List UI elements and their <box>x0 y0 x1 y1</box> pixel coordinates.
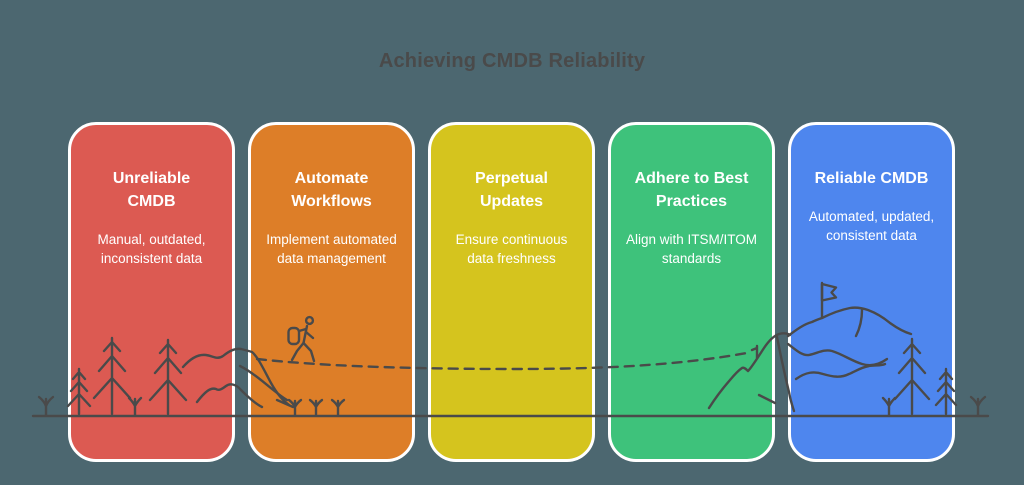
card-subtitle: Ensure continuous data freshness <box>455 232 568 266</box>
card-subtitle: Automated, updated, consistent data <box>808 209 935 243</box>
card-title: Adhere to Best Practices <box>634 170 749 210</box>
card-automate-workflows: Automate Workflows Implement automated d… <box>248 122 415 462</box>
card-adhere-best-practices: Adhere to Best Practices Align with ITSM… <box>608 122 775 462</box>
card-title: Perpetual Updates <box>475 170 548 210</box>
card-title: Reliable CMDB <box>814 170 929 187</box>
card-subtitle: Manual, outdated, inconsistent data <box>97 232 206 266</box>
card-title: Unreliable CMDB <box>112 170 191 210</box>
card-subtitle: Align with ITSM/ITOM standards <box>625 232 758 266</box>
card-subtitle: Implement automated data management <box>266 232 397 266</box>
card-unreliable-cmdb: Unreliable CMDB Manual, outdated, incons… <box>68 122 235 462</box>
card-title: Automate Workflows <box>291 170 372 210</box>
card-perpetual-updates: Perpetual Updates Ensure continuous data… <box>428 122 595 462</box>
card-reliable-cmdb: Reliable CMDB Automated, updated, consis… <box>788 122 955 462</box>
page-title: Achieving CMDB Reliability <box>378 50 646 72</box>
stage-cards: Unreliable CMDB Manual, outdated, incons… <box>68 122 955 462</box>
